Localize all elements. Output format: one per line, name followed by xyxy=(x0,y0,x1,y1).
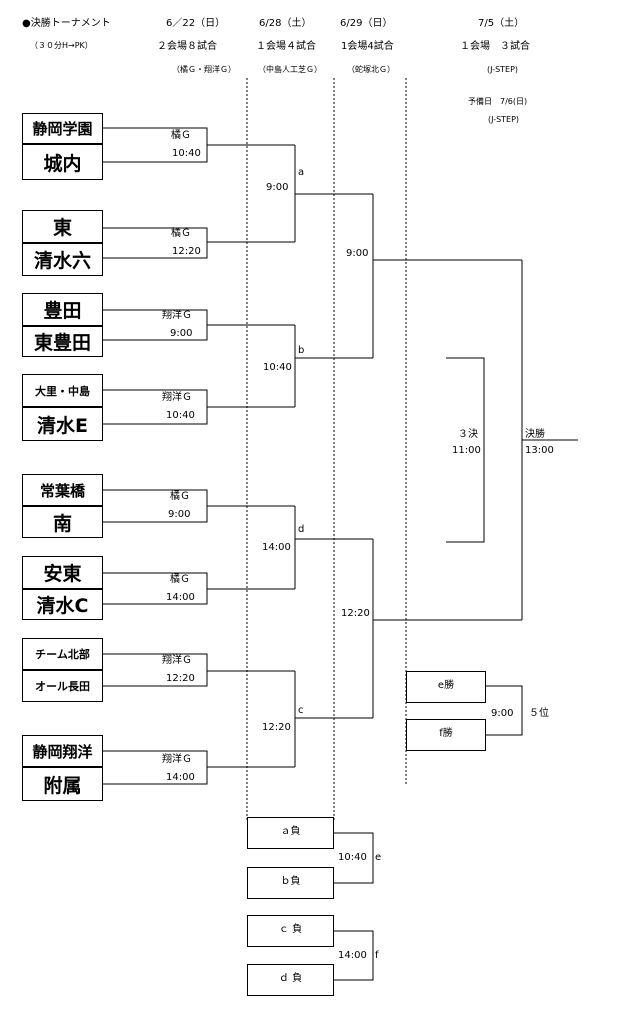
match-time: 12:20 xyxy=(166,673,195,684)
match-time: 10:40 xyxy=(172,148,201,159)
team-box: 豊田 xyxy=(22,293,103,326)
team-box: 安東 xyxy=(22,556,103,589)
team-box: チーム北部 xyxy=(22,638,103,670)
team-box: 東豊田 xyxy=(22,326,103,357)
third-place-label: ３決 xyxy=(458,429,478,440)
team-box: 清水六 xyxy=(22,243,103,276)
round3-date: 6/29（日） xyxy=(340,18,393,29)
match-time: 14:00 xyxy=(262,542,291,553)
losers-match-label: e xyxy=(375,852,382,863)
team-box: 城内 xyxy=(22,144,103,180)
match-time: 14:00 xyxy=(166,772,195,783)
match-time: 12:20 xyxy=(172,246,201,257)
round2-venue: （中島人工芝Ｇ） xyxy=(258,65,322,74)
match-time: 9:00 xyxy=(170,328,193,339)
team-box: オール長田 xyxy=(22,670,103,702)
fifth-place-time: 9:00 xyxy=(491,708,514,719)
team-box: 静岡翔洋 xyxy=(22,735,103,767)
losers-slot: ｂ負 xyxy=(247,867,334,899)
losers-slot: ｃ 負 xyxy=(247,915,334,947)
match-venue: 翔洋Ｇ xyxy=(162,392,192,403)
round4-date: 7/5（土） xyxy=(478,18,525,29)
match-venue: 橘Ｇ xyxy=(171,130,191,141)
team-box: 大里・中島 xyxy=(22,374,103,407)
tournament-title: ●決勝トーナメント xyxy=(22,18,111,29)
team-box: 附属 xyxy=(22,767,103,801)
fifth-place-slot: f勝 xyxy=(406,719,486,751)
match-venue: 橘Ｇ xyxy=(171,228,191,239)
match-label: c xyxy=(298,705,304,716)
losers-match-label: f xyxy=(375,950,379,961)
round2-desc: １会場４試合 xyxy=(256,41,316,52)
round4-venue: (J-STEP) xyxy=(487,65,519,74)
match-time: 10:40 xyxy=(166,410,195,421)
team-box: 常葉橋 xyxy=(22,474,103,506)
match-venue: 翔洋Ｇ xyxy=(162,754,192,765)
round3-venue: （蛇塚北Ｇ） xyxy=(347,65,395,74)
final-label: 決勝 xyxy=(525,429,545,440)
round1-date: 6／22（日） xyxy=(166,18,226,29)
match-time: 9:00 xyxy=(346,248,369,259)
match-venue: 翔洋Ｇ xyxy=(162,310,192,321)
round1-venue: （橘Ｇ・翔洋Ｇ） xyxy=(172,65,236,74)
match-time: 9:00 xyxy=(168,509,191,520)
match-label: b xyxy=(298,345,305,356)
fifth-place-label: ５位 xyxy=(529,708,549,719)
team-box: 清水C xyxy=(22,589,103,620)
round4-desc: １会場 ３試合 xyxy=(460,41,530,52)
team-box: 東 xyxy=(22,210,103,243)
round2-date: 6/28（土） xyxy=(259,18,312,29)
losers-match-time: 10:40 xyxy=(338,852,367,863)
match-time: 9:00 xyxy=(266,182,289,193)
match-venue: 橘Ｇ xyxy=(170,574,190,585)
reserve-venue: (J-STEP) xyxy=(488,115,520,124)
match-venue: 翔洋Ｇ xyxy=(162,655,192,666)
match-time: 10:40 xyxy=(263,362,292,373)
match-label: d xyxy=(298,524,305,535)
third-place-time: 11:00 xyxy=(452,445,481,456)
round1-desc: ２会場８試合 xyxy=(157,41,217,52)
final-time: 13:00 xyxy=(525,445,554,456)
match-time: 12:20 xyxy=(262,722,291,733)
losers-slot: ａ負 xyxy=(247,817,334,849)
match-time: 14:00 xyxy=(166,592,195,603)
losers-slot: ｄ 負 xyxy=(247,964,334,996)
losers-match-time: 14:00 xyxy=(338,950,367,961)
team-box: 南 xyxy=(22,506,103,538)
match-label: a xyxy=(298,167,305,178)
match-format: （３０分H→PK） xyxy=(30,41,93,50)
team-box: 清水E xyxy=(22,407,103,441)
round3-desc: 1会場4試合 xyxy=(341,41,394,52)
match-time: 12:20 xyxy=(341,608,370,619)
fifth-place-slot: e勝 xyxy=(406,671,486,703)
team-box: 静岡学園 xyxy=(22,113,103,144)
reserve-day: 予備日 7/6(日) xyxy=(468,97,528,106)
match-venue: 橘Ｇ xyxy=(170,491,190,502)
